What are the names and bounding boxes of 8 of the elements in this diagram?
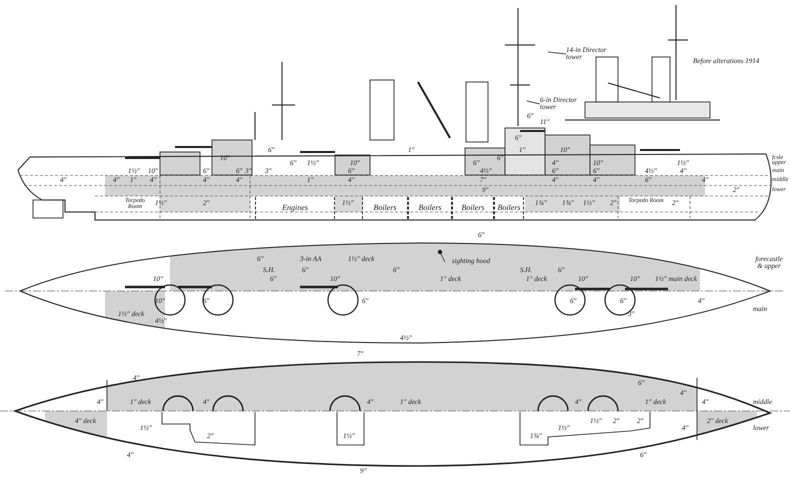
leader-line (548, 52, 566, 54)
compartment: Boilers (408, 197, 452, 219)
leader-line (438, 250, 446, 262)
compartment: Boilers (362, 197, 408, 219)
compartment: Boilers (452, 197, 494, 219)
compartment: Engines (255, 197, 335, 219)
leader-line (526, 100, 540, 104)
compartment: Boilers (494, 197, 524, 219)
